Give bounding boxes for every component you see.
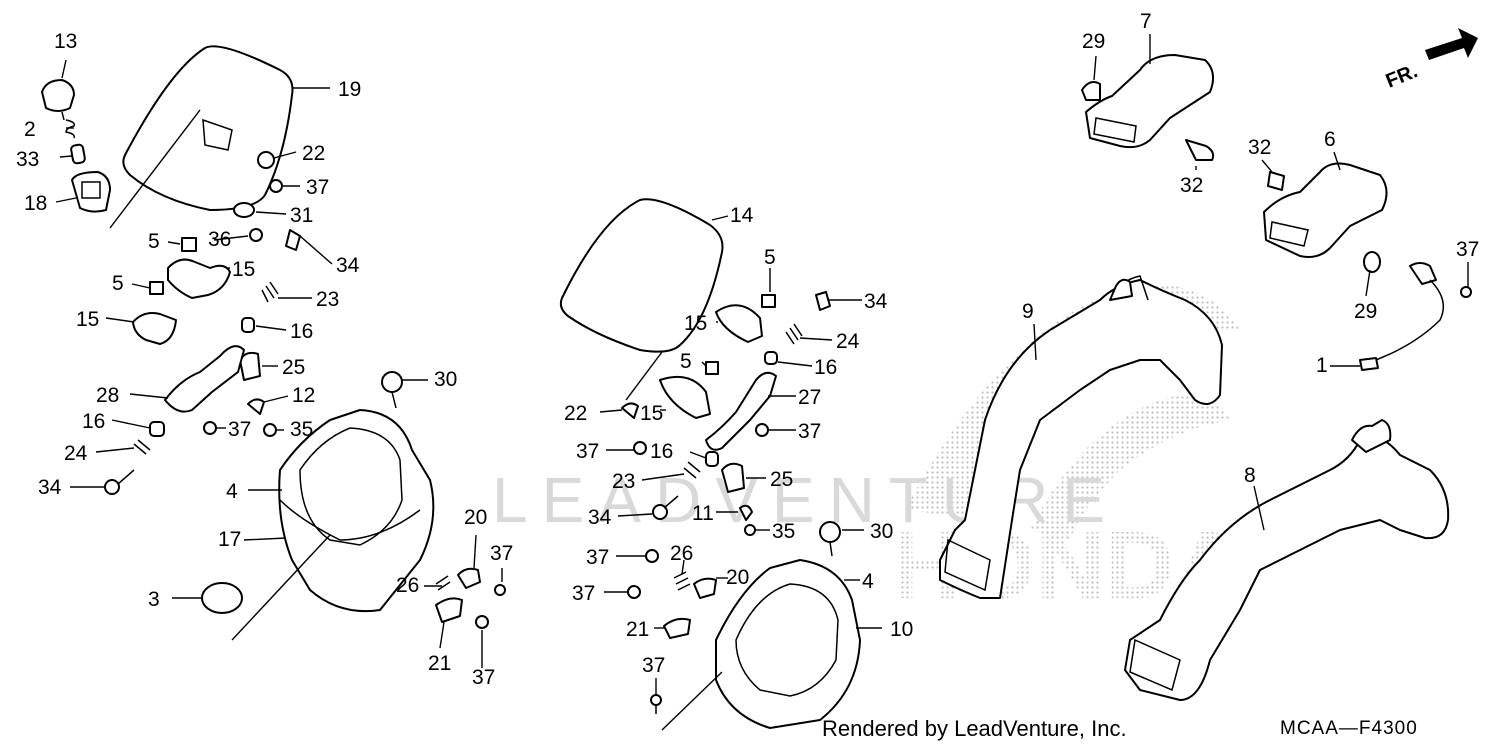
part-label: 24	[64, 442, 88, 465]
clamp-15b	[132, 312, 177, 345]
part-label: 18	[24, 192, 47, 215]
part-label: 12	[292, 384, 315, 407]
part-label: 21	[428, 652, 451, 675]
part-label: 30	[434, 368, 457, 391]
part-label: 7	[1140, 10, 1152, 33]
part-label: 23	[316, 288, 339, 311]
part-label: 37	[228, 418, 251, 441]
part-label: 23	[612, 470, 635, 493]
bracket-28	[164, 345, 245, 413]
watermark-text: LEADVENTURE	[492, 464, 1119, 536]
part-label: 37	[586, 546, 609, 569]
lid-19	[122, 45, 294, 211]
pan-4	[278, 409, 435, 613]
part-label: 34	[38, 476, 62, 499]
part-label: 15	[232, 258, 255, 281]
part-label: 35	[290, 418, 313, 441]
cap-13	[41, 79, 75, 112]
part-label: 13	[54, 30, 77, 53]
lid-14	[559, 198, 724, 353]
part-label: 32	[1248, 136, 1271, 159]
part-label: 5	[148, 230, 160, 253]
duct-9	[939, 279, 1223, 599]
part-label: 22	[564, 402, 587, 425]
part-label: 37	[490, 542, 513, 565]
clamp-15d	[659, 376, 711, 419]
part-label: 32	[1180, 174, 1203, 197]
part-label: 11	[692, 502, 714, 525]
part-label: 16	[814, 356, 837, 379]
pan-4b	[715, 559, 861, 729]
part-label: 9	[1022, 300, 1034, 323]
clamp-15a	[167, 258, 231, 299]
part-number-labels: 13 2 33 18 19 22 37 31 5 36 15 34 5 23 1…	[16, 10, 1479, 689]
part-label: 26	[396, 574, 419, 597]
part-label: 28	[96, 384, 119, 407]
duct-6	[1263, 162, 1388, 258]
front-label: FR.	[1383, 60, 1421, 92]
part-label: 37	[642, 654, 665, 677]
part-label: 14	[730, 204, 754, 227]
part-label: 20	[726, 566, 749, 589]
part-label: 21	[626, 618, 649, 641]
part-label: 10	[890, 618, 913, 641]
part-label: 25	[770, 468, 793, 491]
clamp-15c	[715, 304, 763, 343]
center-assembly	[559, 198, 882, 731]
part-label: 27	[798, 386, 821, 409]
plug-3	[201, 582, 243, 614]
part-label: 37	[576, 440, 599, 463]
part-label: 24	[836, 330, 860, 353]
part-label: 36	[208, 228, 231, 251]
left-assembly	[41, 45, 506, 668]
part-label: 37	[572, 582, 595, 605]
part-label: 5	[764, 246, 776, 269]
part-label: 19	[338, 78, 361, 101]
part-label: 37	[306, 176, 329, 199]
front-direction-arrow: FR.	[1383, 28, 1478, 93]
part-label: 37	[1456, 238, 1479, 261]
part-label: 6	[1324, 128, 1336, 151]
part-label: 37	[798, 420, 821, 443]
part-label: 4	[226, 480, 238, 503]
part-label: 15	[684, 312, 707, 335]
part-label: 16	[82, 410, 105, 433]
rendered-by-footer: Rendered by LeadVenture, Inc.	[822, 716, 1127, 741]
part-label: 2	[24, 118, 36, 141]
part-label: 22	[302, 142, 325, 165]
part-label: 30	[870, 520, 893, 543]
part-label: 16	[290, 320, 313, 343]
part-label: 5	[112, 272, 124, 295]
part-label: 34	[336, 254, 360, 277]
part-label: 8	[1244, 464, 1256, 487]
part-label: 15	[76, 308, 99, 331]
part-label: 34	[864, 290, 888, 313]
part-label: 37	[472, 666, 495, 689]
part-label: 17	[218, 528, 241, 551]
diagram-code: MCAA—F4300	[1280, 718, 1418, 739]
part-label: 25	[282, 356, 305, 379]
part-label: 3	[148, 588, 160, 611]
right-assembly	[939, 34, 1472, 701]
part-label: 4	[862, 570, 874, 593]
part-label: 26	[670, 542, 693, 565]
part-label: 35	[772, 520, 795, 543]
part-label: 33	[16, 148, 39, 171]
part-label: 1	[1316, 354, 1328, 377]
part-label: 20	[464, 506, 487, 529]
part-label: 29	[1354, 300, 1377, 323]
knob-18	[71, 171, 111, 213]
duct-8	[1124, 436, 1450, 701]
duct-7	[1085, 54, 1215, 149]
bracket-27	[705, 371, 777, 451]
part-label: 5	[680, 350, 692, 373]
part-label: 15	[640, 402, 663, 425]
part-label: 16	[650, 440, 673, 463]
part-label: 29	[1082, 30, 1105, 53]
part-label: 34	[588, 506, 612, 529]
part-label: 31	[290, 204, 313, 227]
